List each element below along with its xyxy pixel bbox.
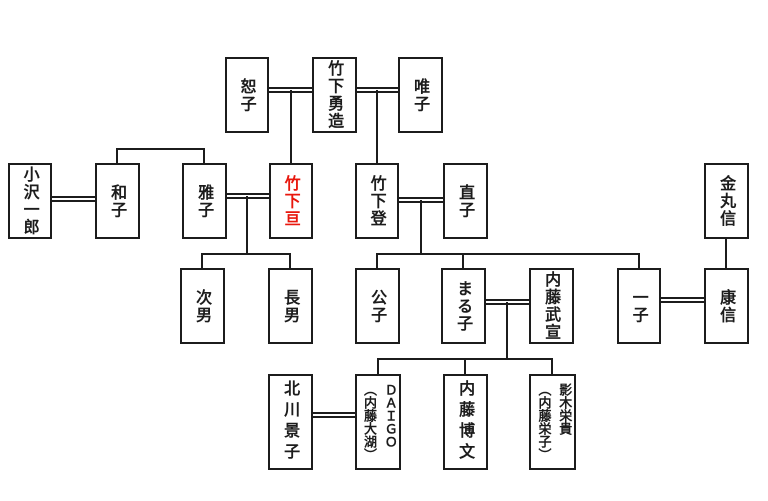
person-box-eiki-eiki: 影木栄貴 （内藤栄子） [529,374,576,470]
sibling-drop-eiki [551,358,553,374]
person-name-kazuko: 和子 [108,183,128,219]
person-box-ozawa-ichiro: 小沢一郎 [8,163,52,239]
descent-stem-noboru-naoko [420,200,422,255]
person-box-jinan: 次男 [180,268,225,344]
person-name-masako: 雅子 [195,183,215,219]
person-name-kimiko: 公子 [368,288,388,324]
person-box-daigo: ＤＡＩＧＯ （内藤大湖） [355,374,401,470]
marriage-line-kitagawa-daigo [313,412,355,418]
sibling-line-jinan-chonan [201,253,291,255]
person-box-ichiko: 一子 [617,268,661,344]
sibling-drop-jinan [201,253,203,268]
marriage-line-maruko-takenobu [486,299,530,305]
marriage-line-masako-wataru [227,193,269,199]
sibling-drop-daigo [377,358,379,374]
descent-stem-masako-wataru [246,196,248,255]
person-name-kitagawa-keiko: 北川景子 [281,380,301,464]
person-name-takeshita-wataru: 竹下亘 [281,174,301,228]
sibling-line-kazuko-masako [116,148,205,150]
person-box-takeshita-yuzo: 竹下勇造 [312,57,357,133]
person-name-ozawa-ichiro: 小沢一郎 [20,166,40,236]
sibling-drop-chonan [289,253,291,268]
person-name-maruko: まる子 [454,279,474,333]
person-box-chonan: 長男 [268,268,313,344]
sibling-line-kimiko-maruko-ichiko [376,253,640,255]
person-box-kitagawa-keiko: 北川景子 [268,374,313,470]
person-box-takeshita-noboru: 竹下登 [355,163,399,239]
sibling-drop-maruko [462,253,464,268]
person-box-tadako: 唯子 [398,57,443,133]
marriage-line-ozawa-kazuko [52,196,95,202]
person-name-yasunobu: 康信 [717,288,737,324]
person-name-eiki-eiki: 影木栄貴 （内藤栄子） [535,383,572,461]
person-name-naito-takenobu: 内藤武宣 [542,271,562,341]
descent-stem-maruko-takenobu [506,302,508,360]
person-name-joko: 恕子 [237,77,257,113]
sibling-drop-hirofumi [464,358,466,374]
sibling-drop-masako [203,148,205,163]
descent-line-to-wataru [290,90,292,163]
person-name-jinan: 次男 [193,288,213,324]
person-name-kanemaru-shin: 金丸信 [717,174,737,228]
person-box-naito-takenobu: 内藤武宣 [529,268,574,344]
person-box-yasunobu: 康信 [704,268,749,344]
person-name-chonan: 長男 [281,288,301,324]
sibling-drop-ichiko [638,253,640,268]
person-name-tadako: 唯子 [411,77,431,113]
person-box-kanemaru-shin: 金丸信 [704,163,749,239]
sibling-drop-kimiko [376,253,378,268]
person-name-daigo: ＤＡＩＧＯ （内藤大湖） [361,383,397,461]
person-box-joko: 恕子 [225,57,269,133]
descent-line-kanemaru-yasunobu [725,239,727,268]
person-box-naoko: 直子 [443,163,488,239]
person-box-takeshita-wataru: 竹下亘 [269,163,313,239]
person-name-ichiko: 一子 [629,288,649,324]
person-box-masako: 雅子 [182,163,227,239]
person-box-kimiko: 公子 [355,268,400,344]
person-name-naito-hirofumi: 内藤博文 [456,380,476,464]
marriage-line-ichiko-yasunobu [661,297,704,303]
person-name-takeshita-noboru: 竹下登 [367,174,387,228]
person-name-takeshita-yuzo: 竹下勇造 [325,60,345,130]
person-box-maruko: まる子 [441,268,486,344]
descent-line-to-noboru [376,90,378,163]
person-box-naito-hirofumi: 内藤博文 [443,374,488,470]
sibling-drop-kazuko [116,148,118,163]
person-box-kazuko: 和子 [95,163,140,239]
person-name-naoko: 直子 [456,183,476,219]
